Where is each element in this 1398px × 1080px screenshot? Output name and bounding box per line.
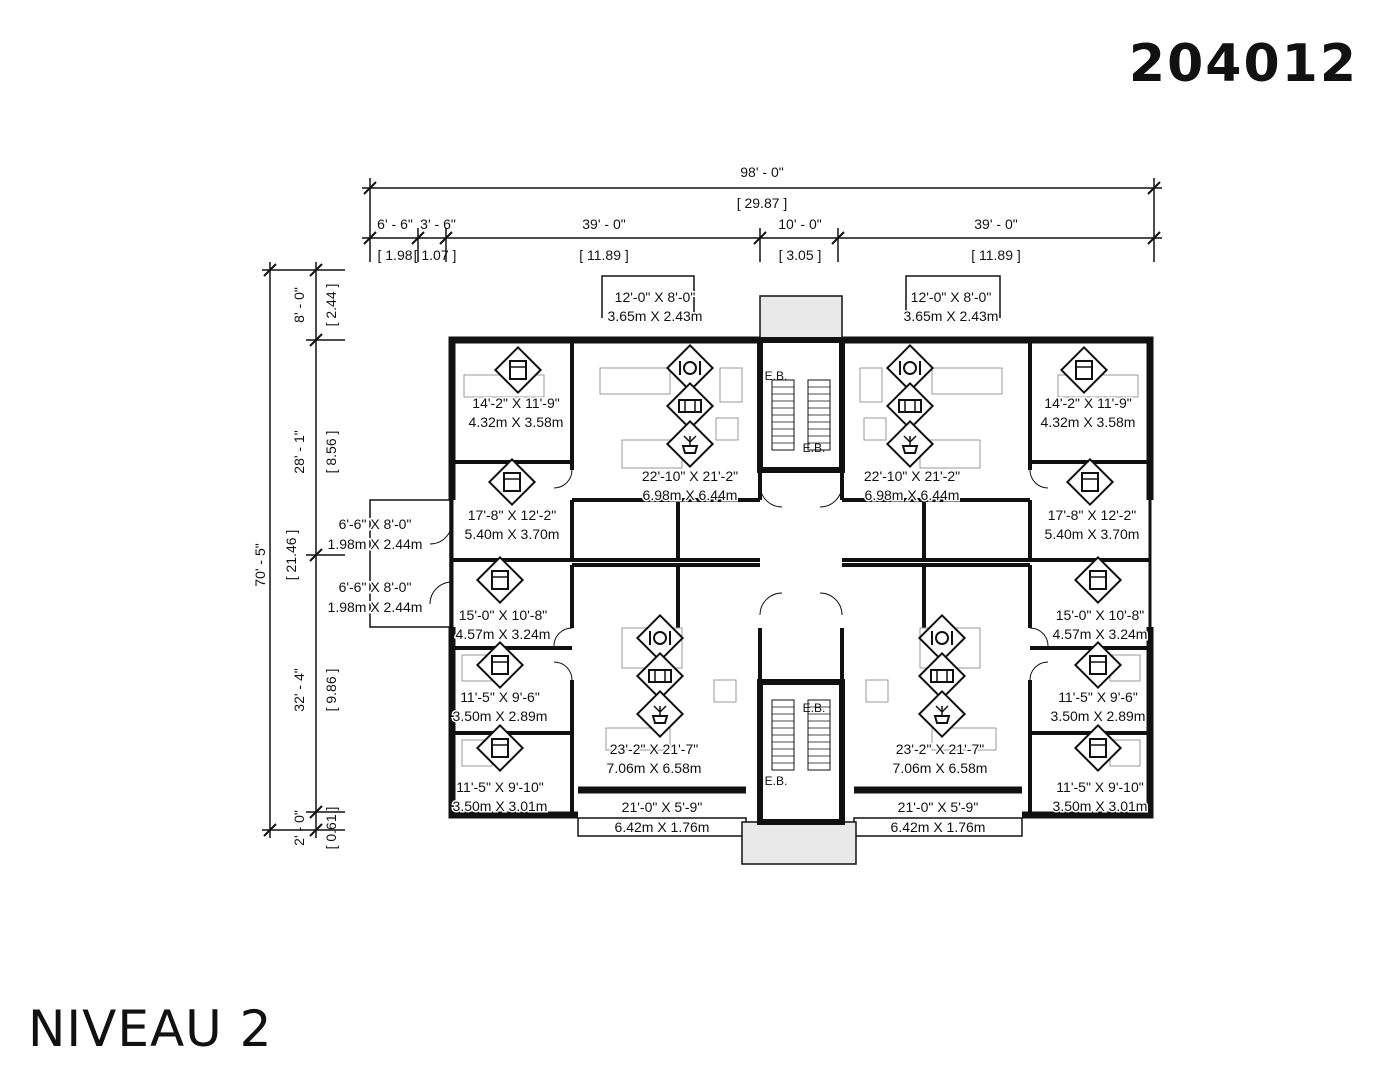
room-label-imperial: 11'-5" X 9'-6" [460,689,540,705]
overall-width-metric: [ 29.87 ] [737,195,788,211]
depth-3-imperial: 32' - 4" [291,668,307,711]
room-label-metric: 3.65m X 2.43m [608,308,703,324]
bedroom-icon [1060,346,1108,394]
segment-5-metric: [ 11.89 ] [971,247,1021,263]
room-label-imperial: 11'-5" X 9'-6" [1058,689,1138,705]
room-label-imperial: 23'-2" X 21'-7" [610,741,698,757]
room-label-imperial: 15'-0" X 10'-8" [1056,607,1144,623]
segment-4-imperial: 10' - 0" [778,216,821,232]
room-label-metric: 7.06m X 6.58m [893,760,988,776]
room-label-imperial: 12'-0" X 8'-0" [911,289,992,305]
room-label-imperial: 17'-8" X 12'-2" [468,507,556,523]
room-label-metric: 5.40m X 3.70m [465,526,560,542]
overall-depth-metric: [ 21.46 ] [283,530,299,581]
room-label-imperial: 22'-10" X 21'-2" [864,468,960,484]
depth-2-metric: [ 8.56 ] [323,431,339,474]
plant-icon [886,420,934,468]
depth-3-metric: [ 9.86 ] [323,669,339,712]
eb-label: E.B. [765,774,788,788]
room-label-metric: 1.98m X 2.44m [328,536,423,552]
room-label-imperial: 21'-0" X 5'-9" [622,799,703,815]
depth-4-imperial: 2' - 0" [291,810,307,846]
room-label-metric: 6.98m X 6.44m [865,487,960,503]
overall-width-imperial: 98' - 0" [740,164,783,180]
depth-2-imperial: 28' - 1" [291,430,307,473]
plant-icon [636,690,684,738]
bedroom-icon [1066,458,1114,506]
segment-1-imperial: 6' - 6" [377,216,413,232]
room-label-imperial: 12'-0" X 8'-0" [615,289,696,305]
room-label-metric: 4.57m X 3.24m [1053,626,1148,642]
exterior-walls [448,336,1154,819]
room-label-metric: 5.40m X 3.70m [1045,526,1140,542]
vertical-dimensions [262,262,345,838]
room-label-metric: 3.50m X 2.89m [453,708,548,724]
bedroom-icon [488,458,536,506]
room-label-metric: 3.65m X 2.43m [904,308,999,324]
room-label-metric: 7.06m X 6.58m [607,760,702,776]
room-label-metric: 3.50m X 3.01m [453,798,548,814]
room-label-metric: 3.50m X 3.01m [1053,798,1148,814]
depth-1-metric: [ 2.44 ] [323,284,339,327]
eb-label: E.B. [803,701,826,715]
segment-4-metric: [ 3.05 ] [779,247,822,263]
room-label-metric: 4.32m X 3.58m [1041,414,1136,430]
level-title: NIVEAU 2 [28,1000,273,1058]
room-label-imperial: 21'-0" X 5'-9" [898,799,979,815]
segment-1-metric: [ 1.98 [377,247,412,263]
overall-depth-imperial: 70' - 5" [252,543,268,586]
bedroom-icon [1074,556,1122,604]
horizontal-dimensions [362,178,1162,262]
bedroom-icon [494,346,542,394]
room-label-imperial: 6'-6" X 8'-0" [339,516,412,532]
room-label-metric: 3.50m X 2.89m [1051,708,1146,724]
room-label-metric: 6.98m X 6.44m [643,487,738,503]
door-swings [429,469,1049,681]
interior-walls [452,340,1150,815]
room-label-metric: 6.42m X 1.76m [891,819,986,835]
room-label-imperial: 11'-5" X 9'-10" [456,779,543,795]
room-label-imperial: 17'-8" X 12'-2" [1048,507,1136,523]
segment-3-metric: [ 11.89 ] [579,247,629,263]
segment-2-metric: [ 1.07 ] [414,247,457,263]
segment-5-imperial: 39' - 0" [974,216,1017,232]
room-label-imperial: 23'-2" X 21'-7" [896,741,984,757]
stairwells [757,337,845,825]
room-label-imperial: 15'-0" X 10'-8" [459,607,547,623]
room-label-imperial: 6'-6" X 8'-0" [339,579,412,595]
room-label-metric: 4.32m X 3.58m [469,414,564,430]
room-label-imperial: 22'-10" X 21'-2" [642,468,738,484]
plant-icon [918,690,966,738]
room-label-metric: 6.42m X 1.76m [615,819,710,835]
room-label-imperial: 14'-2" X 11'-9" [1044,395,1131,411]
segment-3-imperial: 39' - 0" [582,216,625,232]
eb-label: E.B. [765,369,788,383]
eb-label: E.B. [803,441,826,455]
room-label-metric: 4.57m X 3.24m [456,626,551,642]
segment-2-imperial: 3' - 6" [420,216,456,232]
bedroom-icon [476,556,524,604]
plan-number: 204012 [1128,34,1358,94]
depth-1-imperial: 8' - 0" [291,287,307,323]
plant-icon [666,420,714,468]
room-label-metric: 1.98m X 2.44m [328,599,423,615]
depth-4-metric: [ 0.61 ] [323,807,339,850]
room-label-imperial: 14'-2" X 11'-9" [472,395,559,411]
room-label-imperial: 11'-5" X 9'-10" [1056,779,1143,795]
